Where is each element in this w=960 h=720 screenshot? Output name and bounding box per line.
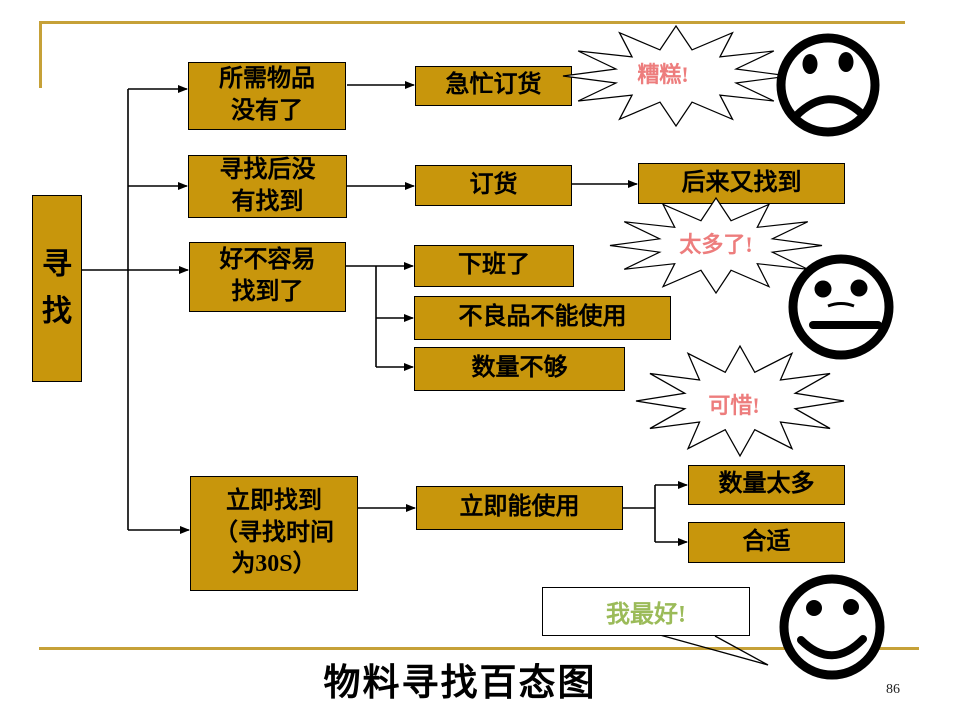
node-hard-found: 好不容易 找到了 — [189, 242, 346, 312]
slide-title: 物料寻找百态图 — [323, 663, 597, 704]
node-not-enough: 数量不够 — [414, 347, 625, 391]
page-number: 86 — [886, 682, 900, 697]
node-found-immediately: 立即找到 （寻找时间 为30S） — [190, 476, 358, 591]
callout-too-many: 太多了! — [679, 232, 753, 257]
node-usable-immediately: 立即能使用 — [416, 486, 623, 530]
neutral-face-icon — [788, 254, 894, 360]
node-items-gone: 所需物品 没有了 — [188, 62, 346, 130]
callout-pity: 可惜! — [708, 393, 760, 418]
frame-top-line — [39, 21, 905, 24]
speech-bubble-text: 我最好! — [606, 602, 686, 628]
node-root-find: 寻 找 — [32, 195, 82, 382]
node-order: 订货 — [415, 165, 572, 206]
node-just-right: 合适 — [688, 522, 845, 563]
node-off-duty: 下班了 — [414, 245, 574, 287]
node-rush-order: 急忙订货 — [415, 66, 572, 106]
node-too-many: 数量太多 — [688, 465, 845, 505]
frame-left-line — [39, 21, 42, 88]
node-defective: 不良品不能使用 — [414, 296, 671, 340]
speech-bubble: 我最好! — [542, 587, 750, 636]
node-found-later: 后来又找到 — [638, 163, 845, 204]
node-not-found: 寻找后没 有找到 — [188, 155, 347, 218]
frame-bottom-line — [39, 647, 919, 650]
sad-face-icon — [776, 33, 880, 137]
callout-bad: 糟糕! — [637, 62, 689, 87]
